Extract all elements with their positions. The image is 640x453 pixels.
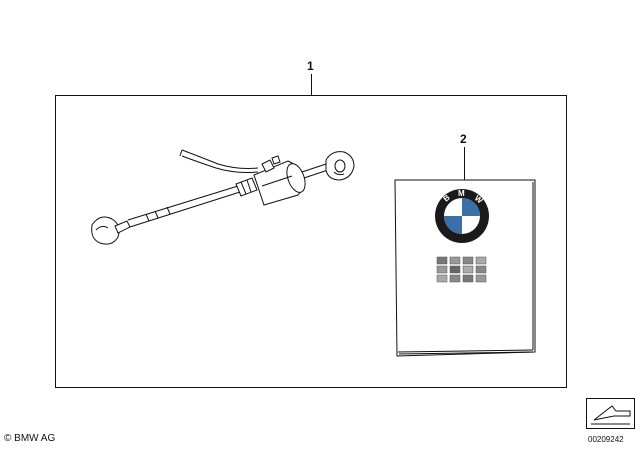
bmw-logo-icon: B M W: [435, 189, 489, 243]
language-flags-icon: [436, 256, 487, 283]
bmw-logo-letter-w: W: [473, 194, 485, 206]
cable-assembly-icon: [91, 149, 355, 245]
callout-part-2[interactable]: 2: [460, 132, 467, 146]
assembly-frame: [55, 95, 567, 388]
navigation-arrow-icon[interactable]: [586, 398, 635, 429]
callout-part-1[interactable]: 1: [307, 59, 314, 73]
copyright-text: © BMW AG: [4, 433, 56, 444]
diagram-number: 00209242: [588, 435, 624, 444]
bmw-logo-letter-m: M: [458, 189, 465, 198]
bmw-logo-letter-b: B: [442, 193, 452, 204]
